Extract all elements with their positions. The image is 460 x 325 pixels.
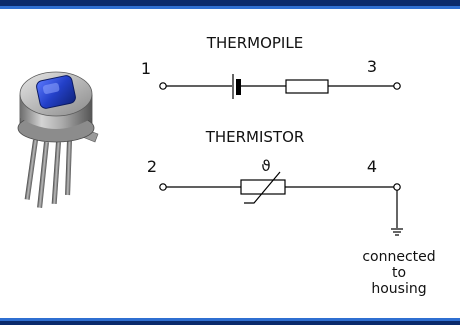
- thermistor-circuit: THERMISTOR 2 4 ϑ connected to housing: [147, 128, 436, 297]
- ground-note-line3: housing: [371, 281, 426, 297]
- bottom-border: [0, 318, 460, 325]
- pin-4-label: 4: [367, 157, 377, 176]
- cell-negative-plate: [236, 79, 241, 95]
- pin-lead: [24, 139, 38, 200]
- terminal-1: [159, 82, 167, 90]
- pin-lead: [37, 141, 49, 208]
- pin-2-label: 2: [147, 157, 157, 176]
- pin-lead: [65, 139, 72, 196]
- thermistor-slash: [244, 171, 281, 204]
- pin-1-label: 1: [141, 59, 151, 78]
- top-border: [0, 0, 460, 9]
- ground-icon: [391, 228, 403, 236]
- temperature-symbol: ϑ: [261, 157, 270, 175]
- ground-note-line1: connected: [362, 249, 435, 265]
- terminal-4: [393, 183, 401, 191]
- thermopile-title: THERMOPILE: [206, 34, 303, 52]
- ground-note-line2: to: [392, 265, 406, 281]
- terminal-2: [159, 183, 167, 191]
- terminal-3: [393, 82, 401, 90]
- thermopile-circuit: THERMOPILE 1 3: [141, 34, 401, 99]
- pin-lead: [51, 141, 61, 205]
- sensor-package-image: [17, 71, 99, 208]
- thermistor-title: THERMISTOR: [205, 128, 305, 146]
- pin-3-label: 3: [367, 57, 377, 76]
- resistor-symbol: [285, 79, 329, 94]
